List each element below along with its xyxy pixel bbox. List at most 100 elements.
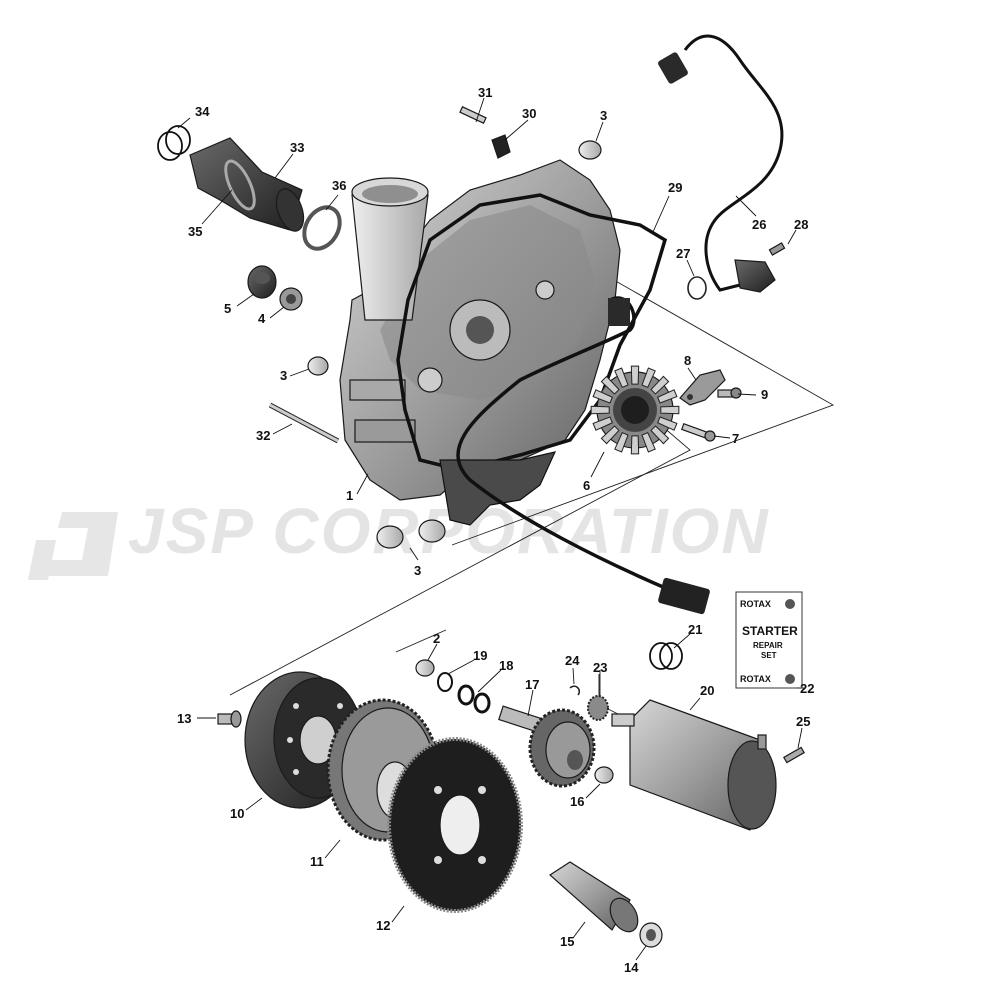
stator-tooth: [650, 375, 670, 395]
retainer-24: [569, 685, 581, 696]
callout-32: 32: [256, 428, 270, 443]
stator-tooth: [600, 425, 620, 445]
plug-5: [247, 265, 277, 299]
callout-19: 19: [473, 648, 487, 663]
rotax-logo-bottom: [785, 674, 795, 684]
screw-31: [459, 105, 487, 125]
stud-32: [268, 402, 340, 444]
stator-tooth: [614, 367, 629, 388]
callout-23: 23: [593, 660, 607, 675]
bushing-2: [415, 659, 435, 677]
sleeve-3-top: [578, 140, 602, 160]
stator-tooth: [600, 375, 620, 395]
bearing-14: [639, 922, 663, 948]
card-subtitle-2: SET: [761, 651, 777, 660]
callout-2: 2: [433, 631, 440, 646]
stator-tooth: [630, 365, 640, 385]
card-title: STARTER: [742, 624, 798, 638]
callout-3-pair: 3: [414, 563, 421, 578]
stator: [590, 365, 680, 455]
callout-36: 36: [332, 178, 346, 193]
sleeve-3-left: [307, 356, 329, 376]
sleeve-3-pair: [376, 519, 446, 549]
callout-6: 6: [583, 478, 590, 493]
callout-27: 27: [676, 246, 690, 261]
stator-tooth: [650, 425, 670, 445]
gasket: [396, 193, 668, 472]
callout-1: 1: [346, 488, 353, 503]
callout-7: 7: [732, 431, 739, 446]
callout-17: 17: [525, 677, 539, 692]
callout-5: 5: [224, 301, 231, 316]
callout-24: 24: [565, 653, 580, 668]
card-brand-bottom: ROTAX: [740, 674, 771, 684]
crankcase-cover: [339, 159, 621, 501]
stator-harness: [456, 296, 710, 615]
card-subtitle-1: REPAIR: [753, 641, 783, 650]
callout-16: 16: [570, 794, 584, 809]
callout-13: 13: [177, 711, 191, 726]
callout-29: 29: [668, 180, 682, 195]
callout-numbers: 31 30 3 34 33 36 35 29 26 28 27 5 4 3 8 …: [177, 85, 814, 975]
starter-repair-set-card: ROTAX STARTER REPAIR SET ROTAX: [735, 591, 803, 689]
rotax-logo-top: [785, 599, 795, 609]
card-brand-top: ROTAX: [740, 599, 771, 609]
ring-gear-12: [387, 737, 523, 913]
seal-4: [279, 287, 303, 311]
stator-tooth: [614, 432, 629, 453]
stator-clamp: [679, 369, 726, 406]
gasket-plate: [439, 451, 557, 526]
callout-10: 10: [230, 806, 244, 821]
callout-21: 21: [688, 622, 702, 637]
stator-tooth: [592, 389, 613, 404]
callout-34: 34: [195, 104, 210, 119]
callout-14: 14: [624, 960, 639, 975]
bolt-13: [217, 710, 242, 728]
breather-hose: [189, 137, 305, 232]
leader-lines: [177, 97, 804, 961]
stator-tooth: [641, 432, 656, 453]
callout-30: 30: [522, 106, 536, 121]
callout-18: 18: [499, 658, 513, 673]
hose-clamp-36: [302, 205, 342, 251]
callout-26: 26: [752, 217, 766, 232]
callout-25: 25: [796, 714, 810, 729]
stator-tooth: [657, 416, 678, 431]
callout-4: 4: [258, 311, 266, 326]
washer-19: [437, 672, 453, 692]
callout-22: 22: [800, 681, 814, 696]
callout-20: 20: [700, 683, 714, 698]
callout-28: 28: [794, 217, 808, 232]
o-ring-27: [687, 276, 707, 300]
callout-35: 35: [188, 224, 202, 239]
callout-33: 33: [290, 140, 304, 155]
stator-tooth: [660, 405, 680, 415]
bushing-16: [594, 766, 614, 784]
bolt-25: [783, 746, 805, 764]
callout-8: 8: [684, 353, 691, 368]
o-rings-34: [157, 125, 191, 161]
stator-tooth: [592, 416, 613, 431]
stator-tooth: [657, 389, 678, 404]
cable-clip-30: [491, 134, 511, 159]
sleeve-15: [549, 861, 639, 933]
callout-9: 9: [761, 387, 768, 402]
stator-tooth: [641, 367, 656, 388]
gear-17: [498, 705, 596, 788]
callout-12: 12: [376, 918, 390, 933]
starter-motor-20: [611, 699, 777, 831]
bolt-7: [680, 422, 716, 442]
stator-tooth: [630, 435, 640, 455]
callout-3-left: 3: [280, 368, 287, 383]
callout-11: 11: [310, 854, 324, 869]
sensor-cable: [658, 34, 784, 293]
callout-31: 31: [478, 85, 492, 100]
callout-3-top: 3: [600, 108, 607, 123]
screw-28: [768, 242, 786, 256]
stator-tooth: [590, 405, 610, 415]
washers-18: [457, 684, 491, 714]
bolt-9: [717, 387, 742, 399]
cover-tube: [351, 177, 429, 321]
pinion-23: [587, 695, 609, 721]
